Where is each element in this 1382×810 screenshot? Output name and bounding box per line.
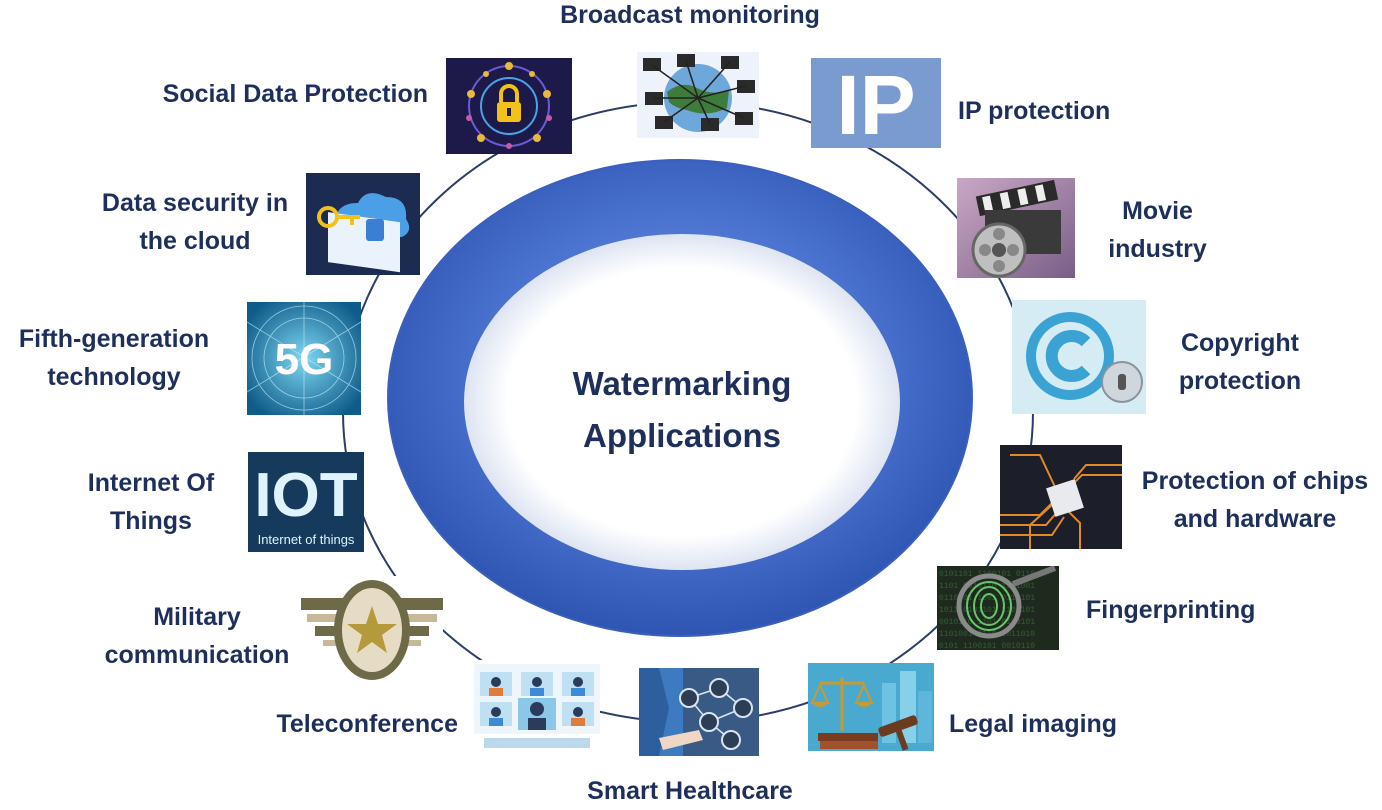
label-social-data-protection: Social Data Protection	[110, 75, 428, 113]
label-5g-line2: technology	[0, 358, 228, 396]
label-chips-line1: Protection of chips	[1128, 462, 1382, 500]
center-title-line1: Watermarking	[532, 358, 832, 410]
medical-network-icon	[639, 668, 759, 756]
label-ip-protection: IP protection	[958, 92, 1110, 130]
scales-gavel-icon	[808, 663, 934, 751]
label-ip-line1: IP protection	[958, 92, 1110, 130]
iot-tile-subtext: Internet of things	[258, 532, 355, 547]
label-legal-imaging: Legal imaging	[949, 705, 1117, 743]
label-broadcast-line1: Broadcast monitoring	[540, 0, 840, 34]
label-teleconference-line1: Teleconference	[240, 705, 458, 743]
label-movie-industry: Movie industry	[1085, 192, 1230, 268]
5g-tile-text: 5G	[275, 335, 334, 384]
label-cloud-line2: the cloud	[86, 222, 304, 260]
ip-icon: IP	[811, 58, 941, 148]
svg-text:0101 1100101 0010110: 0101 1100101 0010110	[939, 642, 1035, 650]
label-legal-line1: Legal imaging	[949, 705, 1117, 743]
label-cloud-security: Data security in the cloud	[86, 184, 304, 260]
video-conference-icon	[474, 660, 600, 753]
label-teleconference: Teleconference	[240, 705, 458, 743]
5g-icon: 5G	[247, 302, 361, 415]
label-movie-line1: Movie	[1085, 192, 1230, 230]
label-fingerprinting: Fingerprinting	[1086, 591, 1255, 629]
label-iot-line2: Things	[66, 502, 236, 540]
chip-icon	[1000, 445, 1122, 549]
copyright-lock-icon	[1012, 300, 1146, 414]
label-fifth-generation: Fifth-generation technology	[0, 320, 228, 396]
iot-tile-text: IOT	[254, 461, 357, 530]
network-globe-icon	[637, 52, 759, 138]
label-social-line1: Social Data Protection	[110, 75, 428, 113]
film-reel-icon	[957, 178, 1075, 278]
label-chips-hardware: Protection of chips and hardware	[1128, 462, 1382, 538]
center-title-line2: Applications	[532, 410, 832, 462]
label-5g-line1: Fifth-generation	[0, 320, 228, 358]
label-copyright-line1: Copyright	[1155, 324, 1325, 362]
label-movie-line2: industry	[1085, 230, 1230, 268]
label-cloud-line1: Data security in	[86, 184, 304, 222]
label-military-line2: communication	[92, 636, 302, 674]
label-copyright-line2: protection	[1155, 362, 1325, 400]
padlock-network-icon	[446, 58, 572, 154]
center-title: Watermarking Applications	[532, 358, 832, 462]
cloud-key-icon	[306, 173, 420, 275]
label-smart-healthcare: Smart Healthcare	[560, 772, 820, 810]
label-iot-line1: Internet Of	[66, 464, 236, 502]
label-copyright-protection: Copyright protection	[1155, 324, 1325, 400]
label-fingerprinting-line1: Fingerprinting	[1086, 591, 1255, 629]
ip-tile-text: IP	[836, 58, 915, 148]
military-star-icon	[301, 576, 443, 684]
label-military-line1: Military	[92, 598, 302, 636]
label-chips-line2: and hardware	[1128, 500, 1382, 538]
label-military-communication: Military communication	[92, 598, 302, 674]
label-internet-of-things: Internet Of Things	[66, 464, 236, 540]
label-healthcare-line1: Smart Healthcare	[560, 772, 820, 810]
label-broadcast-monitoring: Broadcast monitoring	[540, 0, 840, 34]
iot-icon: IOT Internet of things	[248, 452, 364, 552]
